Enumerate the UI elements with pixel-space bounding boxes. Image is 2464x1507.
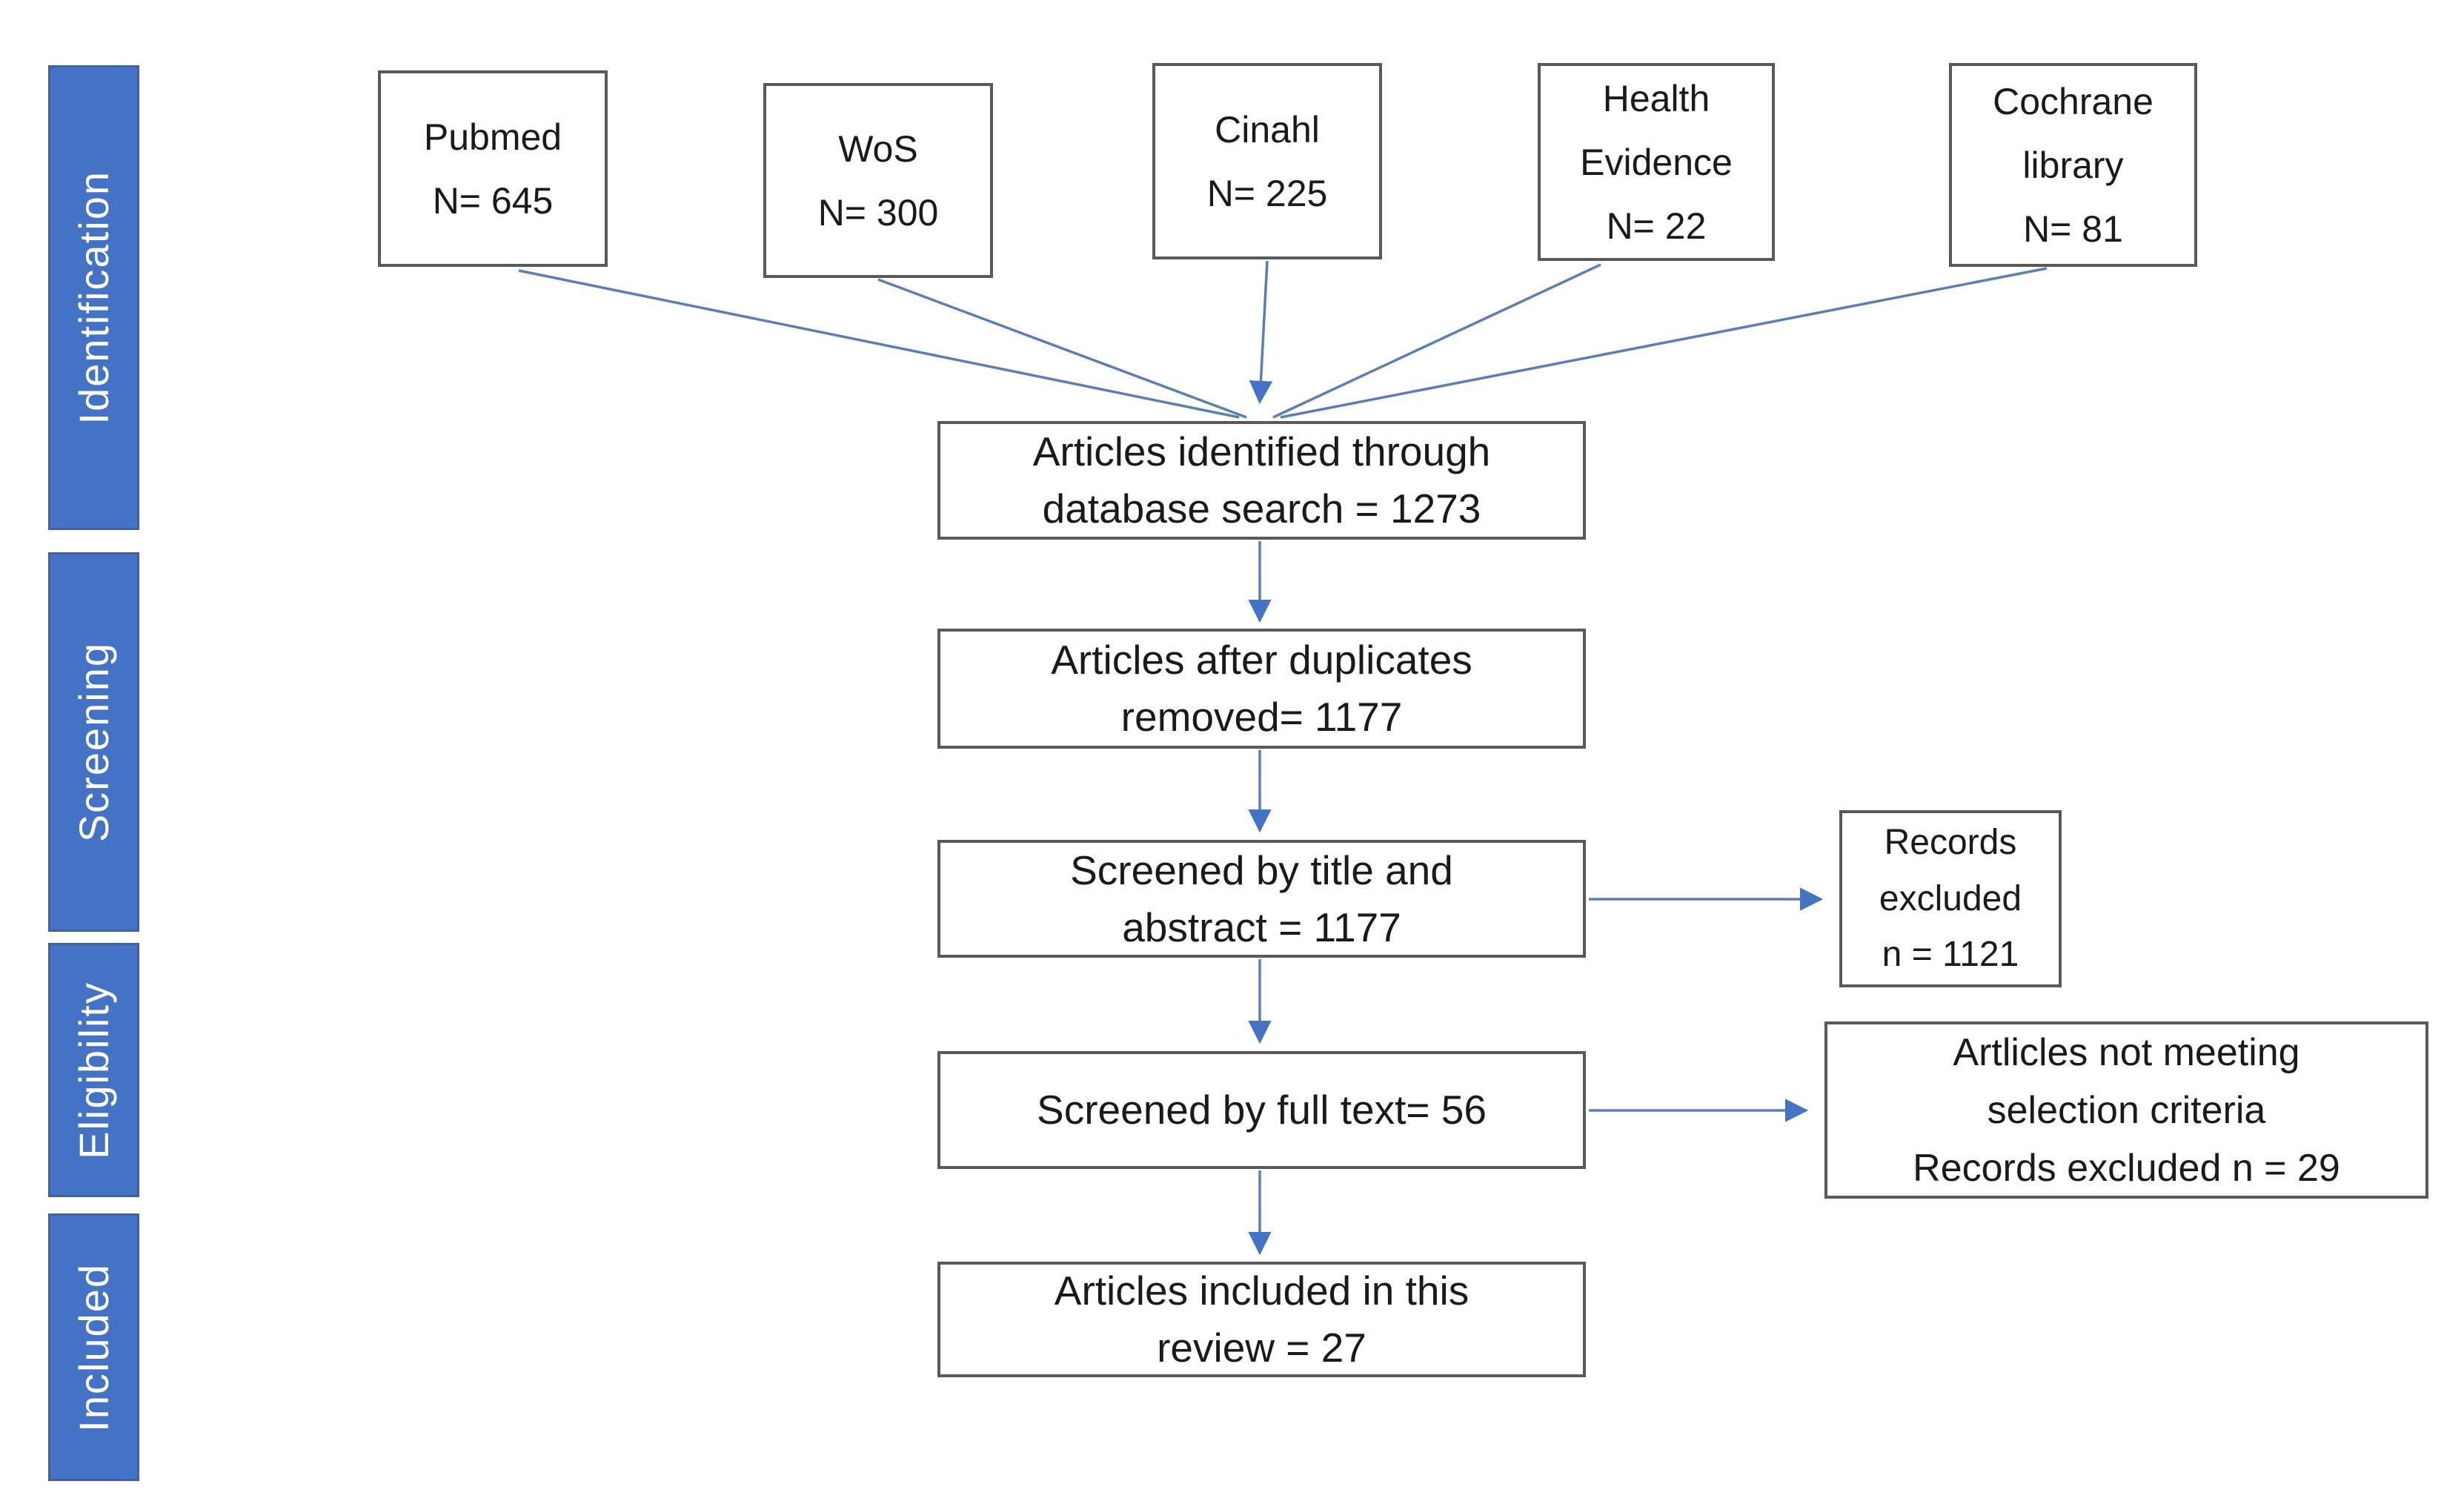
source-cochrane-library-count: N= 81 bbox=[2023, 208, 2123, 250]
source-box-pubmed: Pubmed N= 645 bbox=[378, 70, 608, 267]
stage-included: Included bbox=[48, 1213, 139, 1481]
flow-box-title-abstract: Screened by title and abstract = 1177 bbox=[937, 840, 1586, 958]
source-pubmed-count: N= 645 bbox=[432, 179, 554, 222]
stage-identification-label: Identification bbox=[70, 170, 117, 425]
stage-eligibility-label: Eligibility bbox=[70, 981, 117, 1159]
flow-box-identified: Articles identified through database sea… bbox=[937, 421, 1586, 540]
flow-box-included: Articles included in this review = 27 bbox=[937, 1262, 1586, 1377]
source-health-evidence-name: Health Evidence bbox=[1580, 77, 1733, 183]
stage-eligibility: Eligibility bbox=[48, 943, 139, 1197]
source-box-cinahl: Cinahl N= 225 bbox=[1152, 63, 1382, 259]
flow-box-full-text: Screened by full text= 56 bbox=[937, 1051, 1586, 1169]
exclusion-box-title-abstract: Records excluded n = 1121 bbox=[1839, 810, 2062, 987]
stage-identification: Identification bbox=[48, 65, 139, 530]
flow-box-included-text: Articles included in this review = 27 bbox=[1054, 1268, 1470, 1371]
stage-screening: Screening bbox=[48, 552, 139, 932]
source-box-wos: WoS N= 300 bbox=[763, 83, 993, 278]
source-health-evidence-count: N= 22 bbox=[1606, 205, 1707, 247]
exclusion-box-full-text-text: Artlicles not meeting selection criteria… bbox=[1913, 1030, 2340, 1190]
flow-box-title-abstract-text: Screened by title and abstract = 1177 bbox=[1070, 847, 1453, 950]
stage-included-label: Included bbox=[70, 1262, 117, 1432]
stage-screening-label: Screening bbox=[70, 641, 117, 843]
exclusion-box-full-text: Artlicles not meeting selection criteria… bbox=[1824, 1021, 2428, 1199]
exclusion-box-title-abstract-text: Records excluded n = 1121 bbox=[1879, 822, 2022, 975]
source-cinahl-count: N= 225 bbox=[1206, 172, 1328, 214]
source-wos-name: WoS bbox=[838, 127, 918, 170]
flow-box-identified-text: Articles identified through database sea… bbox=[1032, 428, 1491, 531]
connector-wos-to-identified bbox=[877, 278, 1247, 419]
connector-pubmed-to-identified bbox=[518, 269, 1240, 419]
source-box-cochrane-library: Cochrane library N= 81 bbox=[1949, 63, 2197, 267]
connector-health-evidence-to-identified bbox=[1272, 263, 1601, 419]
flow-box-deduplicated-text: Articles after duplicates removed= 1177 bbox=[1051, 637, 1472, 740]
source-box-health-evidence: Health Evidence N= 22 bbox=[1538, 63, 1775, 261]
source-wos-count: N= 300 bbox=[817, 191, 939, 233]
source-pubmed-name: Pubmed bbox=[423, 116, 562, 158]
source-cochrane-library-name: Cochrane library bbox=[1993, 80, 2153, 186]
connector-cochrane-to-identified bbox=[1280, 267, 2048, 419]
source-cinahl-name: Cinahl bbox=[1215, 108, 1320, 150]
connector-cinahl-to-identified bbox=[1249, 260, 1273, 405]
flow-box-deduplicated: Articles after duplicates removed= 1177 bbox=[937, 629, 1586, 749]
flow-box-full-text-text: Screened by full text= 56 bbox=[1037, 1087, 1487, 1133]
